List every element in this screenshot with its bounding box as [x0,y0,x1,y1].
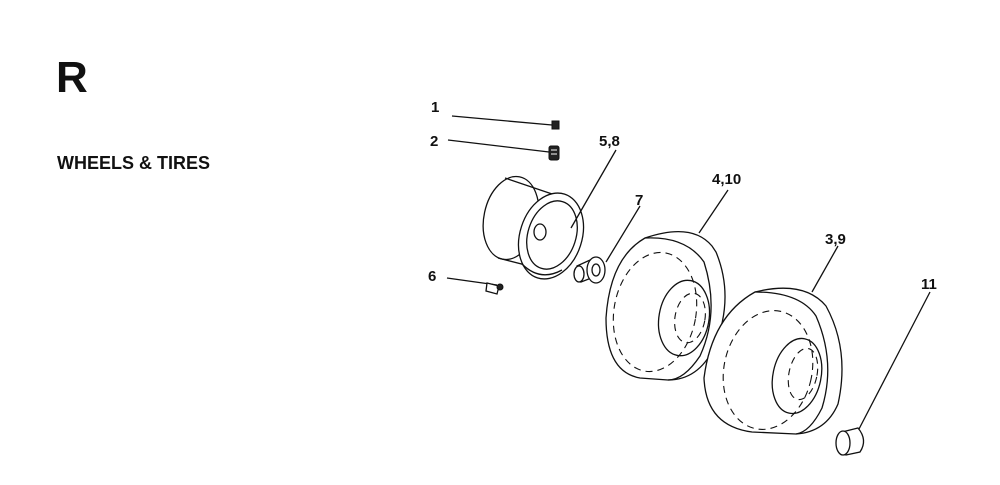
section-letter: R [56,53,89,102]
part-5-8-rim [482,175,585,280]
leader-lines [570,149,931,430]
leader-3-9 [811,245,839,293]
leader-11 [858,291,931,430]
callout-5-8: 5,8 [599,133,620,150]
part-2-valve-stem [447,139,560,161]
leader-7 [605,205,641,263]
part-7-bushing [573,256,606,284]
callout-2: 2 [430,133,438,150]
callout-7: 7 [635,192,643,209]
callout-6: 6 [428,268,436,285]
section-title: WHEELS & TIRES [57,153,211,173]
part-4-10-tire [605,231,726,381]
callout-3-9: 3,9 [825,231,846,248]
part-1-cap [451,115,560,130]
part-3-9-tire [703,287,843,435]
callout-11: 11 [921,276,937,293]
callout-1: 1 [431,99,439,116]
callout-4-10: 4,10 [712,171,741,188]
part-11-cap [835,427,865,456]
leader-4-10 [698,189,729,234]
leader-5-8 [570,149,617,229]
part-6-bolt [446,277,504,295]
